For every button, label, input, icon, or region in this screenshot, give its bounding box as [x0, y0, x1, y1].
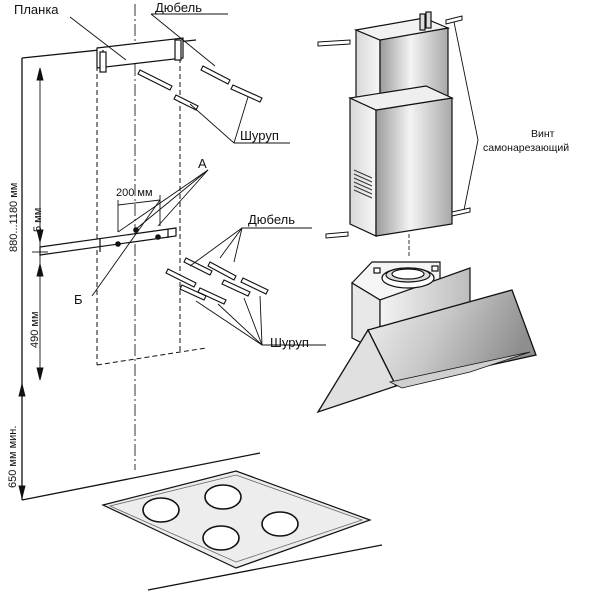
mounting-holes	[115, 227, 161, 247]
top-bracket	[96, 37, 184, 73]
burner-back-right	[204, 484, 242, 510]
vent-grille	[353, 169, 373, 199]
chimney-projection	[96, 50, 207, 366]
label-vint-2: самонарезающий	[483, 142, 569, 154]
hood-chimney-lower	[347, 85, 455, 237]
top-leaders	[69, 13, 290, 144]
a-b-markers	[91, 169, 209, 297]
vint-leaders	[453, 21, 479, 211]
burner-front-left	[202, 525, 240, 551]
dim-490: 490 мм	[29, 311, 41, 348]
label-dubel-top: Дюбель	[155, 0, 202, 15]
burner-front-right	[261, 511, 299, 537]
hood-glass-panel	[316, 289, 537, 414]
label-shurup-top: Шуруп	[240, 128, 279, 143]
mid-bracket	[39, 227, 177, 256]
mid-leaders	[189, 227, 326, 346]
dim-200-label: 200 мм	[116, 187, 153, 199]
mid-dowels	[165, 257, 237, 288]
mid-screws	[179, 277, 269, 305]
top-screws	[173, 84, 263, 111]
cooktop	[101, 470, 372, 569]
label-vint-1: Винт	[531, 128, 555, 140]
self-tapping-screws	[317, 15, 471, 239]
top-dowels	[137, 65, 231, 91]
label-shurup-mid: Шуруп	[270, 335, 309, 350]
burner-back-left	[142, 497, 180, 523]
label-dubel-mid: Дюбель	[248, 212, 295, 227]
dim-650: 650 мм мин.	[7, 426, 19, 488]
label-planka: Планка	[14, 2, 59, 17]
dim-200	[117, 195, 161, 232]
dim-5: 5 мм	[32, 208, 44, 232]
left-dimension-lines	[18, 67, 48, 499]
dim-880-1180: 880...1180 мм	[8, 183, 20, 252]
label-b: Б	[74, 292, 83, 307]
label-a: А	[198, 156, 207, 171]
